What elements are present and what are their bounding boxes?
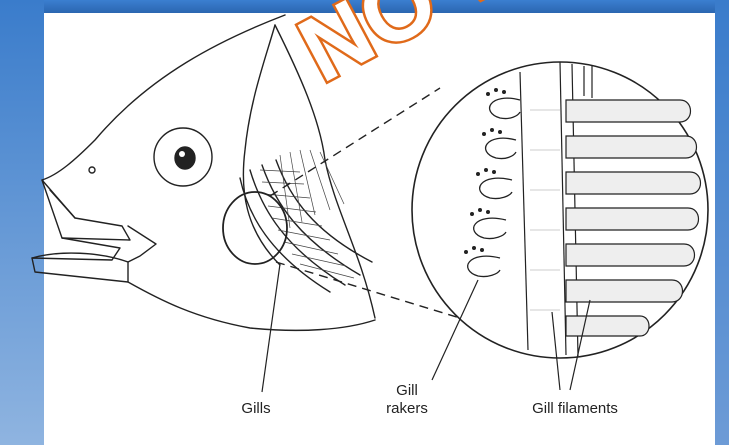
label-gill-rakers: Gill rakers bbox=[372, 382, 442, 418]
leader-gills bbox=[262, 264, 280, 392]
gill-filament bbox=[566, 244, 695, 266]
gill-filament bbox=[566, 280, 683, 302]
gill-filament bbox=[566, 316, 649, 336]
gill-filament bbox=[566, 172, 701, 194]
gill-filament bbox=[566, 136, 697, 158]
fish-upper-jaw bbox=[42, 180, 130, 240]
fish-nostril bbox=[89, 167, 95, 173]
label-gill-filaments: Gill filaments bbox=[500, 400, 650, 418]
label-gill-rakers-line1: Gill bbox=[372, 382, 442, 400]
fish-lower-jaw bbox=[32, 253, 128, 282]
label-gills: Gills bbox=[226, 400, 286, 418]
gill-filament bbox=[566, 208, 699, 230]
gill-filament bbox=[566, 100, 691, 122]
label-gill-rakers-line2: rakers bbox=[372, 400, 442, 418]
gill-focus-circle bbox=[223, 192, 287, 264]
